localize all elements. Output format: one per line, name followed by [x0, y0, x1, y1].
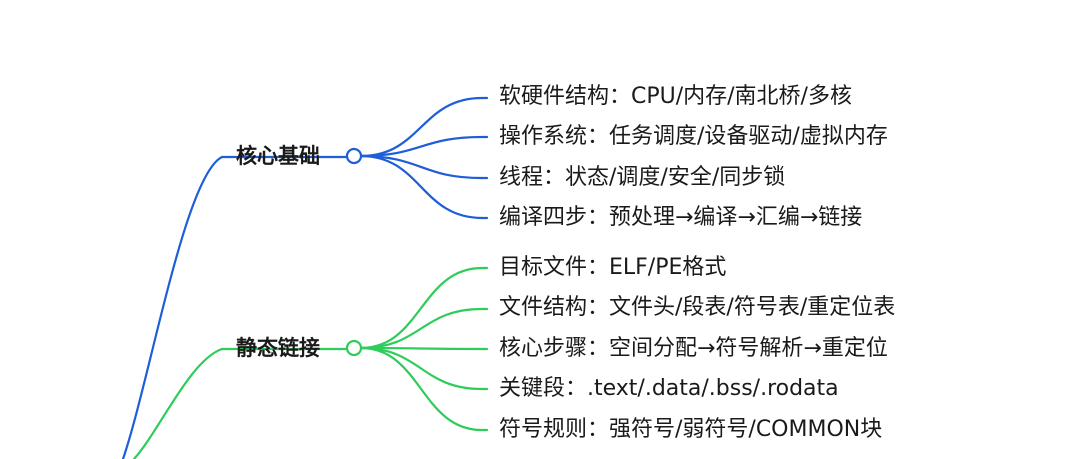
connector-static-linking-5	[359, 346, 489, 432]
leaf-symbol-rules: 符号规则：强符号/弱符号/COMMON块	[499, 417, 883, 442]
connector-static-linking-3	[359, 346, 489, 351]
connector-static-linking-1	[359, 266, 489, 350]
leaf-hardware-structure: 软硬件结构：CPU/内存/南北桥/多核	[499, 84, 852, 109]
connector-static-linking-2	[359, 307, 489, 350]
connector-core-basics-4	[359, 154, 489, 220]
leaf-compile-steps: 编译四步：预处理→编译→汇编→链接	[499, 205, 863, 230]
leaf-file-structure: 文件结构：文件头/段表/符号表/重定位表	[499, 295, 896, 320]
leaf-threads: 线程：状态/调度/安全/同步锁	[499, 165, 786, 190]
node-circle-core-basics[interactable]	[345, 147, 363, 165]
leaf-object-files: 目标文件：ELF/PE格式	[499, 255, 727, 280]
node-circle-static-linking[interactable]	[345, 339, 363, 357]
leaf-operating-system: 操作系统：任务调度/设备驱动/虚拟内存	[499, 124, 888, 149]
connector-core-basics-3	[359, 154, 489, 180]
trunk-static-linking	[132, 347, 224, 459]
leaf-core-steps: 核心步骤：空间分配→符号解析→重定位	[499, 336, 888, 361]
connector-static-linking-4	[359, 346, 489, 391]
connector-core-basics-1	[359, 96, 489, 158]
connector-core-basics-2	[359, 135, 489, 158]
branch-core-basics-label: 核心基础	[236, 144, 320, 168]
leaf-key-sections: 关键段：.text/.data/.bss/.rodata	[499, 376, 839, 401]
trunk-core-basics	[121, 155, 224, 459]
branch-static-linking-label: 静态链接	[236, 336, 320, 360]
